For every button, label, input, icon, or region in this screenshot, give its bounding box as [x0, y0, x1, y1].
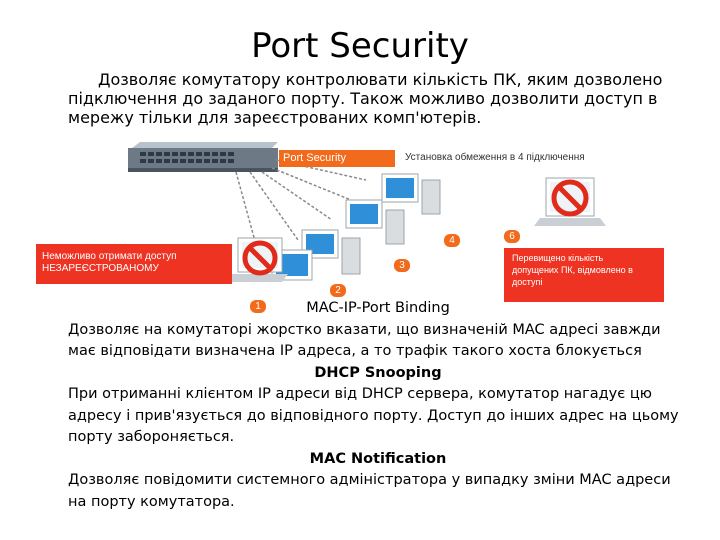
section-heading: MAC Notification: [309, 450, 447, 467]
section-body: Дозволяє на комутаторі жорстко вказати, …: [68, 321, 661, 360]
switch-icon: [128, 142, 278, 172]
access-denied-line2: НЕЗАРЕЄСТРОВАНОМУ: [42, 263, 159, 274]
blocked-laptop-icon: [226, 237, 288, 282]
section-heading: DHCP Snooping: [314, 364, 442, 381]
port-security-badge: Port Security: [279, 150, 395, 167]
limit-exceeded-text: Перевищено кількість допущених ПК, відмо…: [512, 253, 633, 287]
slide-title: Port Security: [251, 26, 469, 66]
access-denied-line1: Неможливо отримати доступ: [42, 251, 177, 262]
computer-icon: [301, 229, 361, 275]
limit-note: Установка обмеження в 4 підключення: [405, 152, 585, 163]
marker-1: 1: [250, 300, 266, 313]
access-denied-box: Неможливо отримати доступ НЕЗАРЕЄСТРОВАН…: [36, 244, 232, 284]
marker-6: 6: [504, 230, 520, 243]
blocked-laptop-icon: [534, 177, 606, 226]
port-security-diagram: [128, 142, 606, 282]
limit-exceeded-box: [504, 248, 664, 302]
computer-icon: [345, 199, 405, 245]
section-body: Дозволяє повідомити системного адміністр…: [68, 472, 671, 510]
marker-4: 4: [444, 234, 460, 247]
marker-2: 2: [330, 284, 346, 297]
computer-icon: [381, 173, 441, 215]
marker-3: 3: [394, 259, 410, 272]
section-body: При отриманні клієнтом IP адреси від DHC…: [68, 386, 679, 445]
features-text: MAC-IP-Port Binding Дозволяє на комутато…: [68, 298, 688, 513]
intro-paragraph: Дозволяє комутатору контролювати кількіс…: [68, 70, 663, 127]
section-heading: MAC-IP-Port Binding: [306, 300, 450, 316]
